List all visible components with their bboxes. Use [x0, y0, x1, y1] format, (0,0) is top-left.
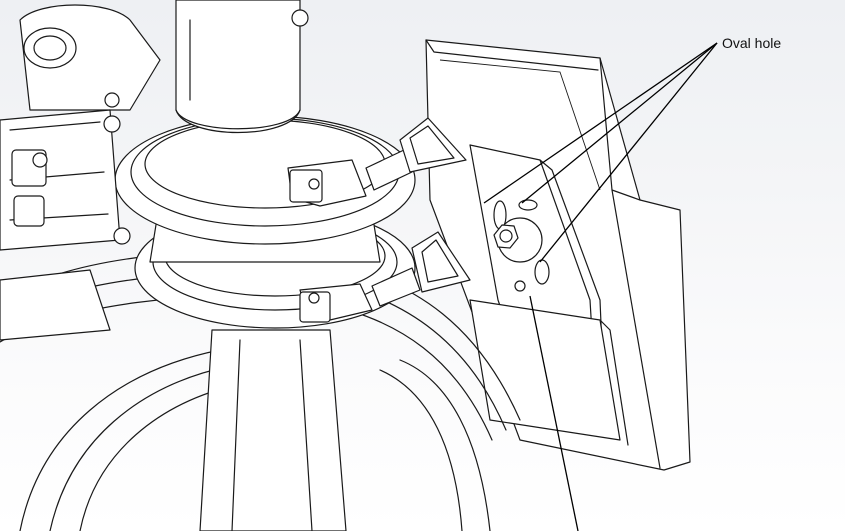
central-column: [199, 329, 347, 531]
leader-line-bottom: [529, 295, 579, 531]
upper-pipe: [175, 0, 301, 133]
screw-head-2: [104, 92, 120, 108]
upper-clamp-ring: [114, 115, 467, 245]
oval-hole-leader-lines: [483, 42, 718, 531]
leader-line-3: [539, 42, 718, 263]
screw-head-3: [113, 227, 131, 245]
screw-head-4: [291, 9, 309, 27]
screw-head-1: [103, 115, 121, 133]
oval-hole-2: [518, 199, 538, 211]
leader-line-1: [483, 42, 718, 204]
left-pipework: [0, 4, 309, 341]
oval-hole-callout: Oval hole: [722, 35, 782, 51]
left-fitting-2: [13, 195, 45, 227]
leader-line-2: [521, 42, 718, 204]
round-hole: [514, 280, 526, 292]
oval-hole-3: [534, 259, 550, 285]
bolt-head: [499, 229, 513, 243]
